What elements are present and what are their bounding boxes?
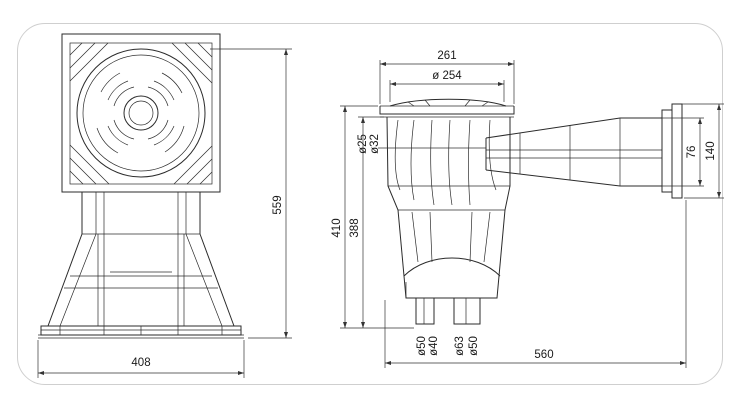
length-label: 560 (534, 349, 553, 361)
side-view: 261 ø 254 ø25 ø32 410 388 ø50 ø40 ø63 ø5… (331, 50, 724, 368)
top-width-label: 261 (437, 50, 456, 62)
front-height-label: 559 (272, 195, 284, 214)
lid-circle-2 (82, 54, 200, 172)
bottom-port-label-2: ø40 (428, 336, 440, 356)
body-height-label: 388 (349, 218, 361, 237)
drawing-frame (17, 23, 723, 385)
bottom-port-label-3: ø63 (454, 336, 466, 356)
mouth-outer-height-label: 140 (705, 141, 717, 160)
lid-outer-square (61, 33, 221, 193)
bottom-port-label-1: ø50 (416, 336, 428, 356)
lid-diameter-label: ø 254 (432, 70, 462, 82)
lid-ribs (96, 72, 185, 154)
mouth-flange (661, 109, 673, 193)
lid-circle-outer (76, 48, 206, 178)
mouth-inner-height-label: 76 (686, 146, 698, 159)
body-outline (47, 233, 235, 327)
lid-hatching (69, 42, 213, 185)
front-width-label: 408 (131, 357, 150, 369)
body-shell (386, 116, 511, 299)
total-height-label: 410 (331, 218, 343, 237)
front-view: 408 559 (37, 33, 292, 378)
throat (485, 117, 663, 187)
lid-inner-square (69, 42, 213, 185)
outlet-b-label: ø32 (369, 134, 381, 154)
lid-center-hole (128, 100, 154, 126)
lid-center-ring (123, 95, 159, 131)
bottom-port-right (453, 297, 481, 325)
bottom-port-label-4: ø50 (468, 336, 480, 356)
lid-flange (379, 106, 515, 115)
bottom-port-left (415, 297, 435, 325)
